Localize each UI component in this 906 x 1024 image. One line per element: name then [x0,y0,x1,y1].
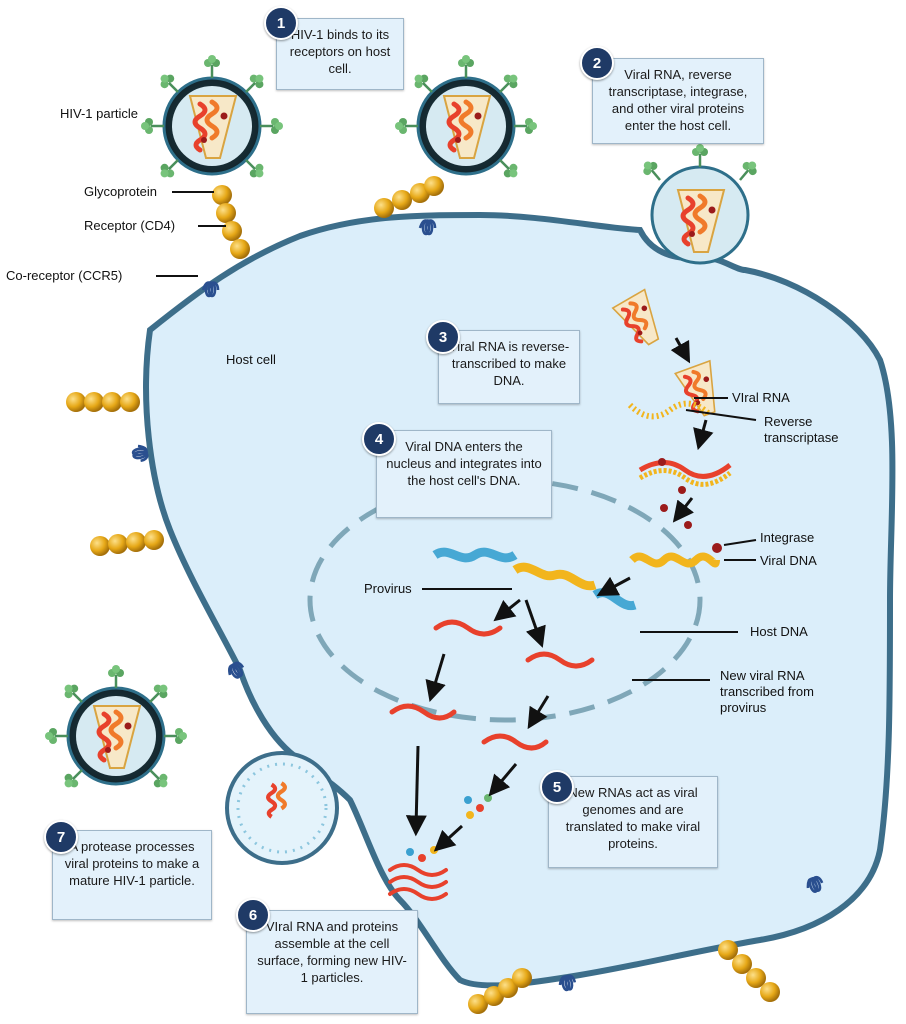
step-4-callout: Viral DNA enters the nucleus and integra… [376,430,552,518]
coreceptor-ccr5-5 [557,973,578,993]
step-4-badge: 4 [362,422,396,456]
viral-dna [629,552,720,568]
receptor-cd4-chain-6 [718,940,780,1002]
step-1-text: HIV-1 binds to its receptors on host cel… [289,27,391,76]
step-5-callout: New RNAs act as viral genomes and are tr… [548,776,718,868]
label-host-cell: Host cell [226,352,276,367]
label-host-dna: Host DNA [750,624,808,639]
hiv-particle-virion-1 [139,53,285,184]
label-reverse-transcriptase: Reverse transcriptase [764,414,839,445]
step-1-callout: HIV-1 binds to its receptors on host cel… [276,18,404,90]
provirus-dna [512,562,597,591]
mature-hiv-particle [43,663,189,794]
step-2-text: Viral RNA, reverse transcriptase, integr… [608,67,748,133]
step-6-callout: VIral RNA and proteins assemble at the c… [246,910,418,1014]
label-viral-rna: VIral RNA [732,390,790,405]
step-4-text: Viral DNA enters the nucleus and integra… [386,439,542,488]
assembling-rna-proteins [388,863,448,901]
nucleus-outline [307,477,703,723]
step-3-text: Viral RNA is reverse-transcribed to make… [448,339,570,388]
step-7-text: A protease processes viral proteins to m… [64,839,200,888]
step-1-badge: 1 [264,6,298,40]
receptor-cd4-chain-3 [66,392,140,412]
receptor-cd4-chain-1 [212,185,250,259]
receptor-cd4-chain-2 [374,176,444,218]
label-hiv-particle: HIV-1 particle [60,106,139,121]
step-6-badge: 6 [236,898,270,932]
step-2-callout: Viral RNA, reverse transcriptase, integr… [592,58,764,144]
step-7-callout: A protease processes viral proteins to m… [52,830,212,920]
host-dna [432,547,518,563]
process-arrows [405,337,714,852]
receptor-cd4-chain-5 [468,968,532,1014]
leader-lines [156,191,757,681]
step-3-badge: 3 [426,320,460,354]
label-viral-dna: Viral DNA [760,553,817,568]
step-5-text: New RNAs act as viral genomes and are tr… [565,785,701,851]
coreceptor-ccr5-3 [130,443,150,464]
label-provirus: Provirus [364,581,412,596]
step-2-badge: 2 [580,46,614,80]
hiv-particle-virion-2 [393,53,539,184]
new-viral-rna-strands [389,619,595,751]
step-7-badge: 7 [44,820,78,854]
step-5-badge: 5 [540,770,574,804]
step-3-callout: Viral RNA is reverse-transcribed to make… [438,330,580,404]
receptor-cd4-chain-4 [90,530,164,556]
label-coreceptor: Co-receptor (CCR5) [6,268,123,283]
label-new-viral-rna: New viral RNA transcribed from provirus [720,668,814,715]
label-receptor: Receptor (CD4) [84,218,176,233]
label-integrase: Integrase [760,530,815,545]
label-glycoprotein: Glycoprotein [84,184,157,199]
step-6-text: VIral RNA and proteins assemble at the c… [257,919,407,985]
